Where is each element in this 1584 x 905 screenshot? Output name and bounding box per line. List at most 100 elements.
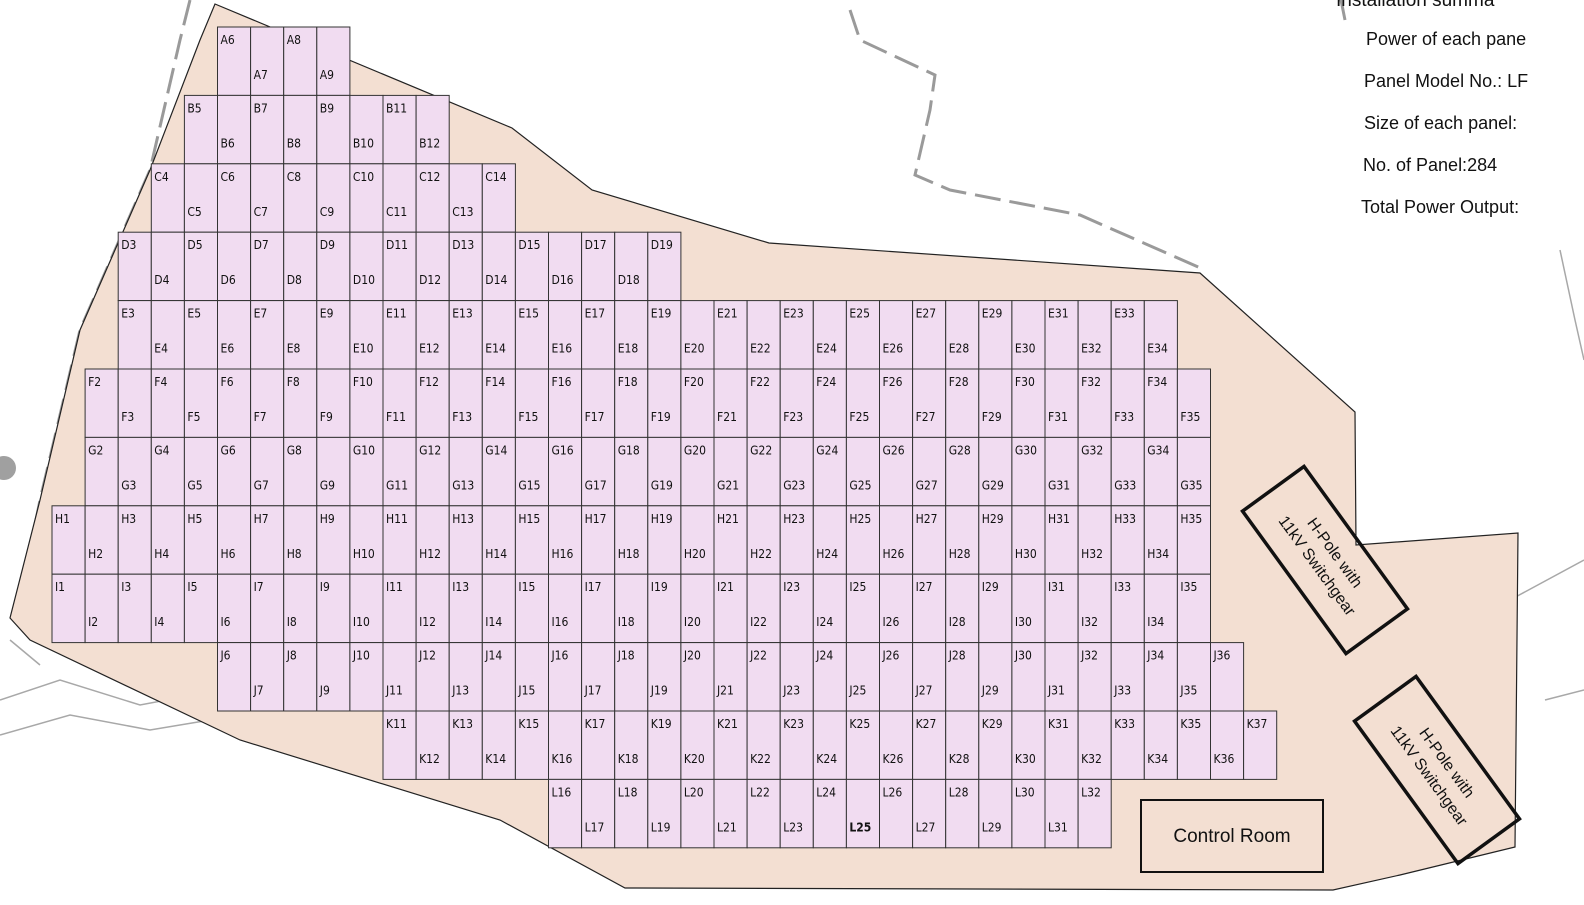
panel-label-H23: H23 [783,512,805,526]
panel-label-G20: G20 [684,443,706,457]
panel-label-K34: K34 [1147,752,1168,766]
panel-label-L24: L24 [816,785,836,799]
panel-label-H11: H11 [386,512,408,526]
panel-I12 [415,573,450,644]
panel-label-G24: G24 [816,443,838,457]
panel-label-G6: G6 [221,443,236,457]
panel-E30 [1011,300,1046,370]
panel-I4 [150,573,185,644]
panel-L23 [779,778,814,849]
panel-label-J23: J23 [782,684,800,698]
panel-E24 [812,300,847,370]
panel-label-F20: F20 [684,375,704,389]
panel-F24 [812,368,847,438]
panel-label-G32: G32 [1081,443,1103,457]
panel-H31 [1044,505,1079,575]
panel-label-G16: G16 [552,443,574,457]
panel-J33 [1110,642,1145,712]
panel-label-E30: E30 [1015,342,1036,356]
panel-J16 [548,642,583,712]
panel-E26 [879,300,914,370]
panel-label-I3: I3 [121,580,131,594]
panel-label-F26: F26 [883,375,903,389]
panel-C10 [349,163,384,233]
summary-panel-count: No. of Panel:284 [1363,155,1498,175]
panel-H18 [614,505,649,575]
panel-label-F10: F10 [353,375,373,389]
panel-label-J34: J34 [1146,649,1164,663]
panel-label-F4: F4 [154,375,167,389]
panel-label-L28: L28 [949,785,969,799]
panel-label-A8: A8 [287,33,301,47]
panel-F13 [448,368,483,438]
panel-label-H29: H29 [982,512,1004,526]
panel-label-G5: G5 [187,478,202,492]
panel-I18 [614,573,649,644]
panel-J19 [647,642,682,712]
panel-I6 [217,573,252,644]
panel-K36 [1210,710,1245,780]
panel-D16 [548,231,583,302]
panel-label-E33: E33 [1114,307,1135,321]
panel-label-E16: E16 [552,342,573,356]
panel-F19 [647,368,682,438]
panel-G12 [415,436,450,507]
panel-label-C9: C9 [320,205,335,219]
panel-label-H12: H12 [419,547,441,561]
panel-label-D19: D19 [651,238,673,252]
panel-label-G34: G34 [1147,443,1169,457]
panel-F18 [614,368,649,438]
panel-label-D6: D6 [221,273,236,287]
panel-label-E31: E31 [1048,307,1069,321]
panel-label-J12: J12 [418,649,436,663]
panel-label-E26: E26 [883,342,904,356]
panel-F11 [382,368,417,438]
panel-label-H18: H18 [618,547,640,561]
panel-label-H17: H17 [585,512,607,526]
panel-K28 [945,710,980,780]
panel-label-J25: J25 [848,684,866,698]
panel-K22 [746,710,781,780]
panel-label-I24: I24 [816,615,833,629]
panel-label-J6: J6 [220,649,231,663]
panel-label-E7: E7 [254,307,268,321]
panel-label-F27: F27 [916,410,936,424]
panel-I5 [183,573,218,644]
panel-label-C13: C13 [452,205,473,219]
panel-F15 [514,368,550,438]
panel-label-G29: G29 [982,478,1004,492]
panel-I10 [349,573,384,644]
panel-C4 [150,163,185,233]
panel-E14 [481,300,516,370]
panel-G25 [845,436,881,507]
panel-label-F30: F30 [1015,375,1035,389]
panel-label-L18: L18 [618,785,638,799]
panel-B7 [250,94,285,165]
panel-label-I25: I25 [849,580,866,594]
panel-I2 [84,573,119,644]
panel-label-J9: J9 [319,684,330,698]
panel-label-L19: L19 [651,820,671,834]
panel-K21 [713,710,748,780]
panel-D5 [183,231,218,302]
panel-E16 [548,300,583,370]
panel-label-I28: I28 [949,615,966,629]
panel-K24 [812,710,847,780]
panel-label-J18: J18 [617,649,635,663]
panel-G17 [581,436,616,507]
panel-E21 [713,300,748,370]
switchgear-1-outline [1240,464,1410,656]
panel-I30 [1011,573,1046,644]
panel-H34 [1143,505,1178,575]
panel-label-F18: F18 [618,375,638,389]
panel-E12 [415,300,450,370]
panel-label-D8: D8 [287,273,302,287]
panel-G19 [647,436,682,507]
panel-label-F9: F9 [320,410,333,424]
panel-E27 [912,300,947,370]
panel-label-K35: K35 [1180,717,1201,731]
panel-label-E21: E21 [717,307,738,321]
summary-title: Installation summa [1336,0,1495,11]
panel-E25 [845,300,881,370]
panel-E15 [514,300,550,370]
